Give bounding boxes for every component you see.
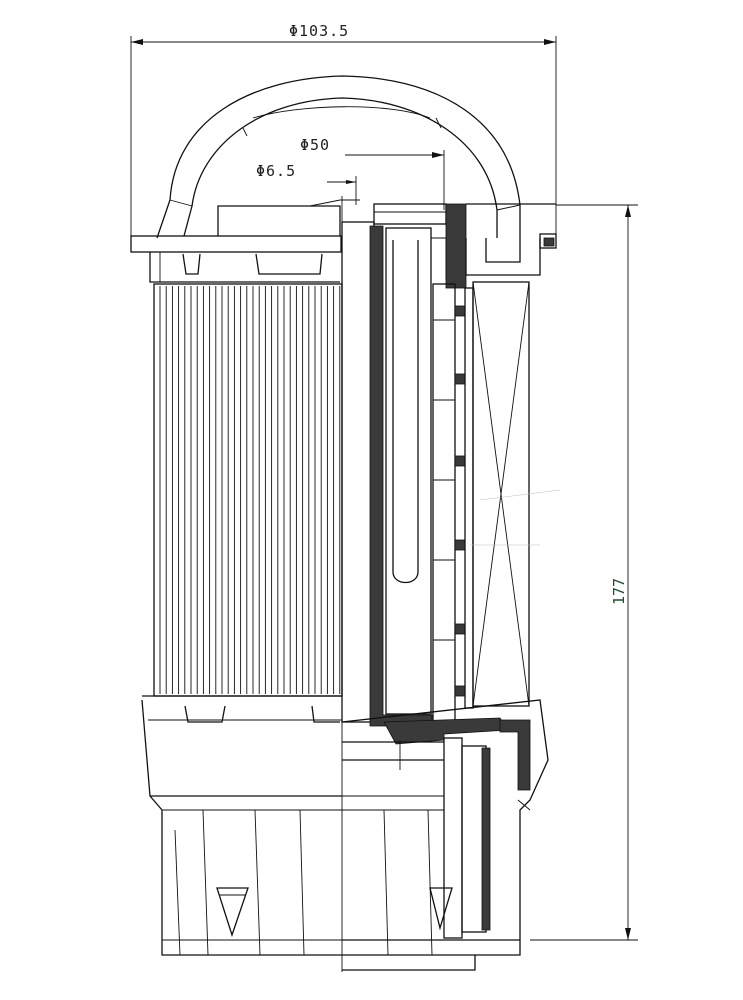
section-outer-media	[465, 203, 557, 707]
section-inner-core	[341, 203, 474, 727]
hole-diameter-dimension: Φ6.5	[256, 162, 357, 205]
pleated-media	[153, 283, 343, 697]
inner-diameter-label: Φ50	[300, 136, 330, 154]
height-dimension: 177	[530, 204, 638, 941]
handle-arch	[156, 75, 521, 239]
outer-diameter-label: Φ103.5	[289, 22, 349, 40]
outer-diameter-dimension: Φ103.5	[130, 22, 557, 240]
section-bottom-housing	[341, 699, 549, 971]
hole-diameter-label: Φ6.5	[256, 162, 296, 180]
inner-diameter-dimension: Φ50	[300, 136, 445, 210]
top-flange	[130, 199, 360, 283]
construction-lines	[470, 489, 561, 546]
height-label: 177	[610, 578, 628, 605]
bottom-skirt	[141, 695, 453, 956]
